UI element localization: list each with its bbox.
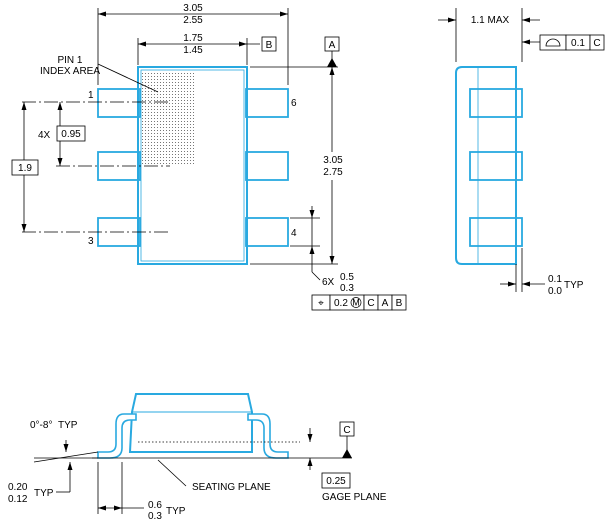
gage-plane-label: GAGE PLANE xyxy=(322,492,387,503)
position-datum-2: A xyxy=(382,298,389,309)
package-body-end xyxy=(128,393,253,453)
profile-datum: C xyxy=(593,38,600,49)
datum-b-label: B xyxy=(266,40,273,51)
pitch-value: 0.95 xyxy=(61,129,81,140)
thickness-max: 0.20 xyxy=(8,482,28,493)
height-max: 1.1 MAX xyxy=(471,15,510,26)
mmc-circle xyxy=(350,297,362,308)
pin1-index-area xyxy=(142,72,194,164)
thickness-min: 0.12 xyxy=(8,494,28,505)
pin1-label-line1: PIN 1 xyxy=(57,55,82,66)
standoff-max: 0.1 xyxy=(548,274,562,285)
profile-tolerance: 0.1 xyxy=(571,38,585,49)
gage-value: 0.25 xyxy=(326,476,346,487)
overall-width-min: 2.55 xyxy=(183,15,203,26)
pitch-span-box xyxy=(11,159,39,176)
datum-b-box xyxy=(261,36,277,52)
package-body-side xyxy=(455,66,517,265)
body-length-min: 2.75 xyxy=(323,167,343,178)
pin-number-6: 6 xyxy=(291,98,297,109)
datum-a-label: A xyxy=(329,40,336,51)
lead-pin-1 xyxy=(97,88,141,118)
gage-box xyxy=(321,472,351,489)
pitch-box xyxy=(56,125,86,142)
pitch-span-value: 1.9 xyxy=(18,163,32,174)
body-width-max: 1.75 xyxy=(183,33,203,44)
position-modifier: M xyxy=(352,298,360,308)
lead-width-count: 6X xyxy=(322,277,335,288)
position-datum-3: B xyxy=(396,298,403,309)
position-symbol: ⌖ xyxy=(318,298,324,309)
standoff-note: TYP xyxy=(564,280,584,291)
lead-width-min: 0.3 xyxy=(340,283,354,294)
position-tolerance: 0.2 xyxy=(334,298,348,309)
foot-length-max: 0.6 xyxy=(148,500,162,511)
foot-length-note: TYP xyxy=(166,506,186,517)
side-lead-2 xyxy=(469,151,523,181)
side-lead-1 xyxy=(469,88,523,118)
body-width-min: 1.45 xyxy=(183,45,203,56)
pin-number-3: 3 xyxy=(88,236,94,247)
side-lead-3 xyxy=(469,217,523,247)
angle-note: TYP xyxy=(58,420,78,431)
end-lead-right xyxy=(247,413,289,459)
pin-number-1: 1 xyxy=(88,90,94,101)
thickness-note: TYP xyxy=(34,488,54,499)
lead-pin-5 xyxy=(245,151,289,181)
lead-pin-6 xyxy=(245,88,289,118)
pin1-label-line2: INDEX AREA xyxy=(40,66,100,77)
lead-width-max: 0.5 xyxy=(340,272,354,283)
foot-length-min: 0.3 xyxy=(148,511,162,522)
package-body-top xyxy=(137,66,248,265)
overall-width-max: 3.05 xyxy=(183,3,203,14)
angle-text: 0°-8° xyxy=(30,420,52,431)
profile-surface-icon xyxy=(545,38,561,47)
position-datum-1: C xyxy=(367,298,374,309)
datum-c-label: C xyxy=(343,425,350,436)
seating-plane-label: SEATING PLANE xyxy=(192,482,271,493)
standoff-min: 0.0 xyxy=(548,286,562,297)
lead-pin-4 xyxy=(245,217,289,247)
pin-number-4: 4 xyxy=(291,228,297,239)
body-length-max: 3.05 xyxy=(323,155,343,166)
pitch-count: 4X xyxy=(38,130,51,141)
